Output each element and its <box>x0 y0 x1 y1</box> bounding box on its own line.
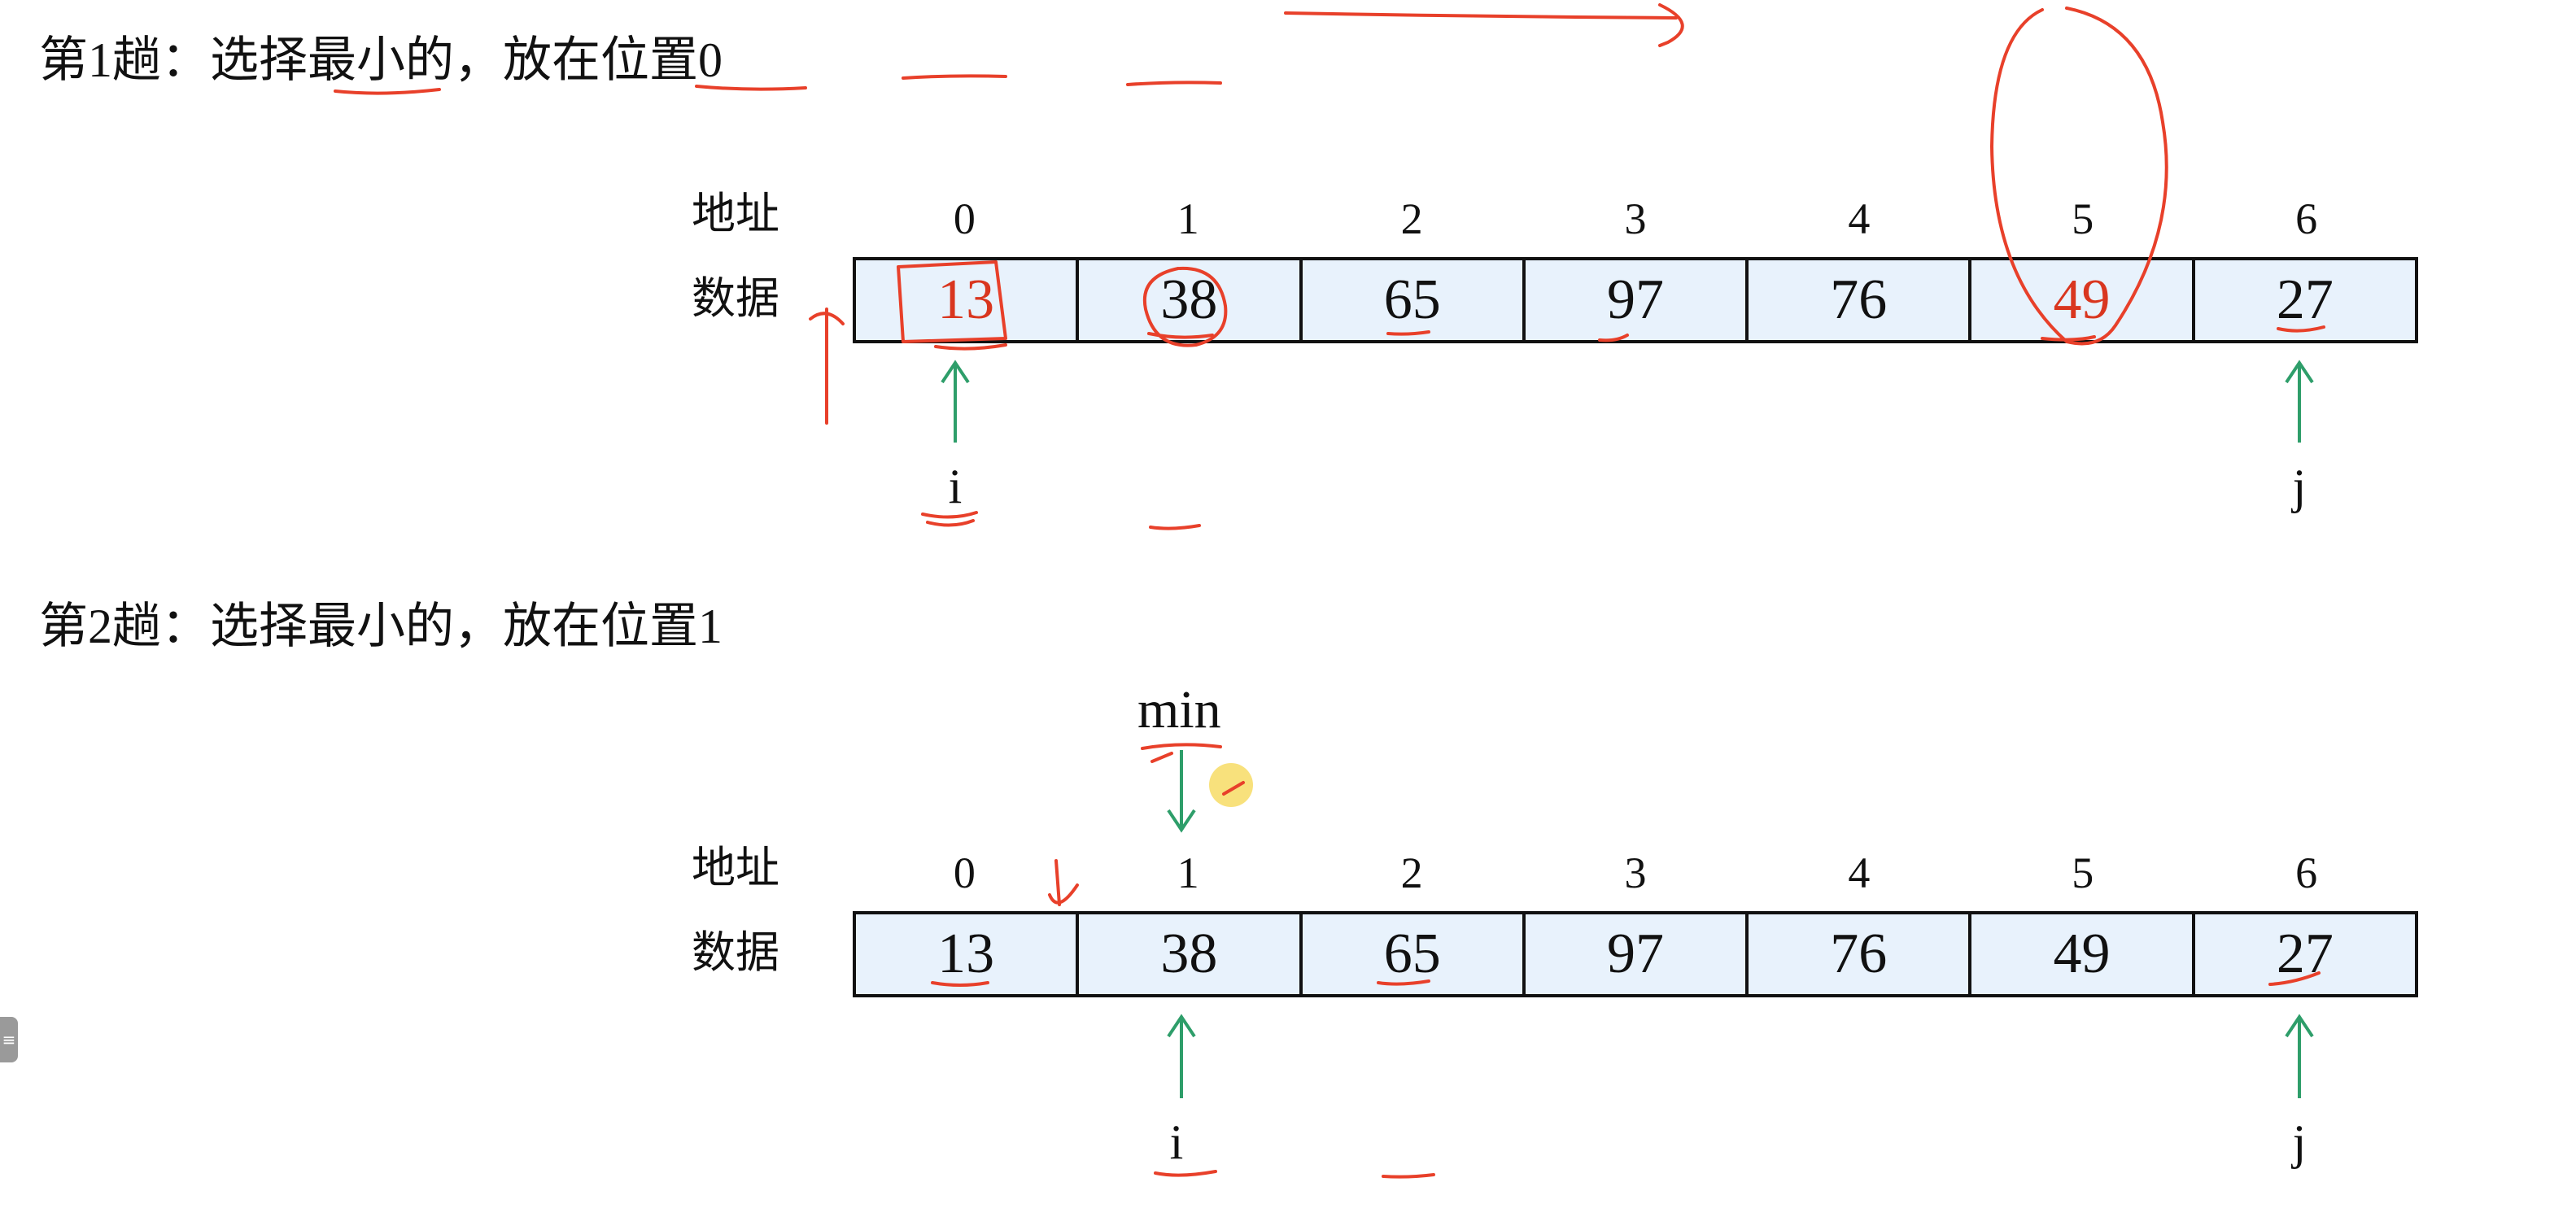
pass2-cell: 97 <box>1526 914 1749 994</box>
pass1-address: 3 <box>1624 194 1647 243</box>
pass1-address: 4 <box>1848 194 1871 243</box>
pass1-cell: 13 <box>856 260 1080 340</box>
pass2-min-label: min <box>1137 680 1221 739</box>
pass1-address: 6 <box>2295 194 2318 243</box>
annotation-mark <box>1150 752 1173 763</box>
pass1-data-label: 数据 <box>692 274 779 323</box>
pass2-array: 13 38 65 97 76 49 27 <box>853 911 2418 997</box>
pass1-cell: 76 <box>1749 260 1972 340</box>
pass2-pointer-j-arrow <box>2285 1014 2314 1098</box>
annotation-underline <box>1154 1170 1217 1177</box>
pass2-address-label: 地址 <box>692 844 779 892</box>
pass1-pointer-i-label: i <box>948 460 963 513</box>
annotation-underline <box>1141 743 1222 750</box>
pass2-address: 5 <box>2072 848 2094 897</box>
pass1-address-label: 地址 <box>692 190 779 238</box>
pass1-cell: 97 <box>1526 260 1749 340</box>
pass1-cell: 38 <box>1079 260 1303 340</box>
pass2-address-row: 0 1 2 3 4 5 6 <box>853 844 2418 901</box>
pass1-address: 1 <box>1177 194 1199 243</box>
pass1-pointer-j-arrow <box>2285 360 2314 443</box>
annotation-underline <box>1126 81 1222 86</box>
pass1-cell: 27 <box>2276 268 2334 331</box>
annotation-arrow <box>809 308 845 425</box>
pass2-cell: 65 <box>1303 914 1526 994</box>
pass1-pointer-j-label: j <box>2292 460 2307 513</box>
pass2-pointer-j-label: j <box>2292 1115 2307 1169</box>
pass2-cell: 38 <box>1079 914 1303 994</box>
pass1-cell: 65 <box>1303 260 1526 340</box>
annotation-underline <box>1149 524 1201 530</box>
annotation-underline <box>334 88 441 95</box>
menu-lines-icon: ≡ <box>2 1030 16 1049</box>
annotation-scribble <box>921 511 978 527</box>
pass1-address-row: 0 1 2 3 4 5 6 <box>853 190 2418 247</box>
pass1-pointer-i-arrow <box>941 360 970 443</box>
cursor-highlight <box>1209 763 1253 807</box>
pass1-array: 13 38 65 97 76 49 27 <box>853 257 2418 343</box>
pass2-address: 6 <box>2295 848 2318 897</box>
pass2-title: 第2趟：选择最小的，放在位置1 <box>39 600 723 653</box>
annotation-underline <box>1382 1173 1435 1179</box>
pass2-cell: 76 <box>1749 914 1972 994</box>
pass2-data-label: 数据 <box>692 928 779 977</box>
pass2-cell: 27 <box>2276 923 2334 985</box>
pass2-address: 1 <box>1177 848 1199 897</box>
pass2-pointer-i-label: i <box>1169 1115 1184 1169</box>
pass2-address: 2 <box>1400 848 1423 897</box>
pass2-cell: 13 <box>856 914 1080 994</box>
annotation-underline <box>934 343 1007 351</box>
pass2-cell: 49 <box>1971 914 2195 994</box>
annotation-arrow <box>1284 3 1684 47</box>
pass2-min-arrow <box>1167 750 1196 833</box>
pass1-address: 5 <box>2072 194 2094 243</box>
side-panel-tab[interactable]: ≡ <box>0 1017 18 1062</box>
pass2-pointer-i-arrow <box>1167 1014 1196 1098</box>
pass2-address: 4 <box>1848 848 1871 897</box>
pass1-cell: 49 <box>1971 260 2195 340</box>
pass2-address: 3 <box>1624 848 1647 897</box>
pass1-address: 0 <box>953 194 976 243</box>
pass1-address: 2 <box>1400 194 1423 243</box>
pass1-title: 第1趟：选择最小的，放在位置0 <box>39 33 723 87</box>
pass2-address: 0 <box>953 848 976 897</box>
annotation-underline <box>902 74 1007 80</box>
